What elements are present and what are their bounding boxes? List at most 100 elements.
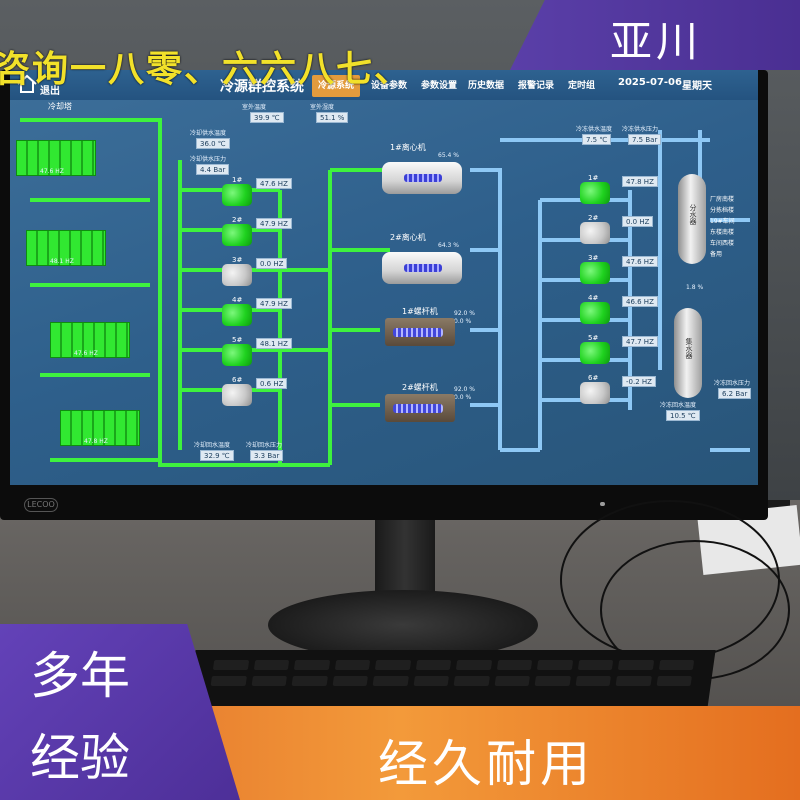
cooling-pump-2-freq: 47.9 HZ: [256, 218, 292, 229]
tab-cold-source-system[interactable]: 冷源系统: [312, 75, 361, 97]
date-display: 2025-07-06: [618, 77, 682, 88]
cw-return-temp: 32.9 ℃: [200, 450, 234, 461]
tower-1-freq: 47.6 HZ: [40, 168, 64, 175]
promo-banner: 咨询一八零、六六八七、: [0, 18, 800, 90]
branch-2: 分拣档楼: [710, 207, 735, 214]
home-icon[interactable]: [16, 74, 38, 94]
screw-chiller-2[interactable]: [385, 394, 455, 422]
cw-return-temp-label: 冷却回水温度: [194, 442, 231, 449]
return-tank-label: 集水器: [685, 338, 693, 359]
tab-param-settings[interactable]: 参数设置: [421, 81, 458, 91]
cooling-tower-4[interactable]: [60, 410, 140, 446]
slogan-years: 多年: [30, 647, 130, 705]
cooling-tower-2[interactable]: [26, 230, 106, 266]
tab-history-data[interactable]: 历史数据: [468, 81, 505, 91]
cooling-pump-2[interactable]: [222, 224, 252, 246]
cooling-pump-3[interactable]: [222, 264, 252, 286]
chw-supply-press: 7.5 Bar: [628, 134, 662, 145]
cooling-pump-1[interactable]: [222, 184, 252, 206]
chiller-2-load: 64.3 %: [438, 242, 459, 249]
chw-supply-temp: 7.5 ℃: [582, 134, 612, 145]
slogan-experience: 经验: [30, 729, 130, 787]
chw-supply-press-label: 冷冻供水压力: [622, 126, 659, 133]
screw-chiller-1[interactable]: [385, 318, 455, 346]
chiller-1-load: 65.4 %: [438, 152, 459, 159]
chilled-pump-6[interactable]: [580, 382, 610, 404]
chilled-pump-5[interactable]: [580, 342, 610, 364]
chiller-4-load: 92.0 %: [454, 386, 475, 393]
keyboard-row: [210, 676, 692, 686]
brand-name: 亚川: [610, 17, 703, 66]
outdoor-humidity-label: 室外湿度: [310, 104, 335, 111]
chilled-pump-5-name: 5#: [588, 334, 599, 342]
branch-5: 车间西楼: [710, 240, 735, 247]
chiller-4-name: 2#螺杆机: [402, 383, 438, 392]
chilled-pump-3-name: 3#: [588, 254, 599, 262]
chilled-pump-2[interactable]: [580, 222, 610, 244]
tab-alarm-records[interactable]: 报警记录: [518, 81, 555, 91]
branch-1: 厂房南楼: [710, 196, 735, 203]
cw-supply-press: 4.4 Bar: [196, 164, 230, 175]
chilled-pump-1[interactable]: [580, 182, 610, 204]
weekday-display: 星期天: [682, 81, 712, 92]
tower-2-freq: 48.1 HZ: [50, 258, 74, 265]
cooling-pump-4-freq: 47.9 HZ: [256, 298, 292, 309]
cooling-pump-6-freq: 0.6 HZ: [256, 378, 288, 389]
monitor-brand-logo: LECOO: [24, 498, 58, 512]
chilled-pump-1-name: 1#: [588, 174, 599, 182]
chilled-pump-4[interactable]: [580, 302, 610, 324]
slogan-durable: 经久耐用: [378, 735, 594, 793]
chilled-pump-4-name: 4#: [588, 294, 599, 302]
brand-box: [510, 0, 800, 70]
cw-supply-temp-label: 冷却供水温度: [190, 130, 227, 137]
branch-6: 备用: [710, 251, 723, 258]
cooling-tower-3[interactable]: [50, 322, 130, 358]
chiller-1-name: 1#离心机: [390, 143, 426, 152]
chilled-pump-3-freq: 47.6 HZ: [622, 256, 658, 267]
monitor-screen: 退出 冷源群控系统 冷源系统 设备参数 参数设置 历史数据 报警记录 定时组 2…: [10, 70, 758, 485]
cooling-pump-1-name: 1#: [232, 176, 243, 184]
chw-supply-temp-label: 冷冻供水温度: [576, 126, 613, 133]
chw-return-temp: 10.5 ℃: [666, 410, 700, 421]
keyboard-row: [212, 660, 695, 670]
cooling-pump-5-freq: 48.1 HZ: [256, 338, 292, 349]
cooling-pump-6[interactable]: [222, 384, 252, 406]
tab-device-params[interactable]: 设备参数: [371, 81, 408, 91]
chiller-coil: [393, 328, 443, 337]
chilled-pump-1-freq: 47.8 HZ: [622, 176, 658, 187]
cooling-tower-1[interactable]: [16, 140, 96, 176]
monitor-stand-base: [268, 590, 538, 660]
chiller-3-name: 1#螺杆机: [402, 307, 438, 316]
chilled-pump-4-freq: 46.6 HZ: [622, 296, 658, 307]
tower-3-freq: 47.6 HZ: [74, 350, 98, 357]
chilled-water-pipes: [470, 130, 750, 452]
cw-return-press: 3.3 Bar: [250, 450, 284, 461]
supply-header-tank[interactable]: 分水器: [678, 174, 706, 264]
tower-4-freq: 47.8 HZ: [84, 438, 108, 445]
chilled-pump-3[interactable]: [580, 262, 610, 284]
centrifugal-chiller-2[interactable]: [382, 252, 462, 284]
exit-button[interactable]: 退出: [40, 86, 60, 97]
chilled-pump-2-name: 2#: [588, 214, 599, 222]
chilled-pump-6-freq: -0.2 HZ: [622, 376, 656, 387]
cooling-pump-4[interactable]: [222, 304, 252, 326]
cooling-pump-5[interactable]: [222, 344, 252, 366]
chiller-coil: [393, 404, 443, 413]
chiller-3-load2: 0.0 %: [454, 318, 472, 325]
supply-tank-label: 分水器: [689, 204, 697, 225]
tab-timer-group[interactable]: 定时组: [568, 81, 596, 91]
cooling-pump-3-freq: 0.0 HZ: [256, 258, 288, 269]
chilled-pump-5-freq: 47.7 HZ: [622, 336, 658, 347]
chw-return-press-label: 冷冻回水压力: [714, 380, 751, 387]
cw-supply-press-label: 冷却供水压力: [190, 156, 227, 163]
cooling-pump-6-name: 6#: [232, 376, 243, 384]
return-header-tank[interactable]: 集水器: [674, 308, 702, 398]
chiller-2-name: 2#离心机: [390, 233, 426, 242]
centrifugal-chiller-1[interactable]: [382, 162, 462, 194]
app-title: 冷源群控系统: [220, 79, 304, 95]
chilled-pump-2-freq: 0.0 HZ: [622, 216, 654, 227]
power-led: [600, 502, 605, 506]
banner-text: 咨询一八零、六六八七、: [0, 49, 413, 90]
outdoor-humidity-value: 51.1 %: [316, 112, 349, 123]
